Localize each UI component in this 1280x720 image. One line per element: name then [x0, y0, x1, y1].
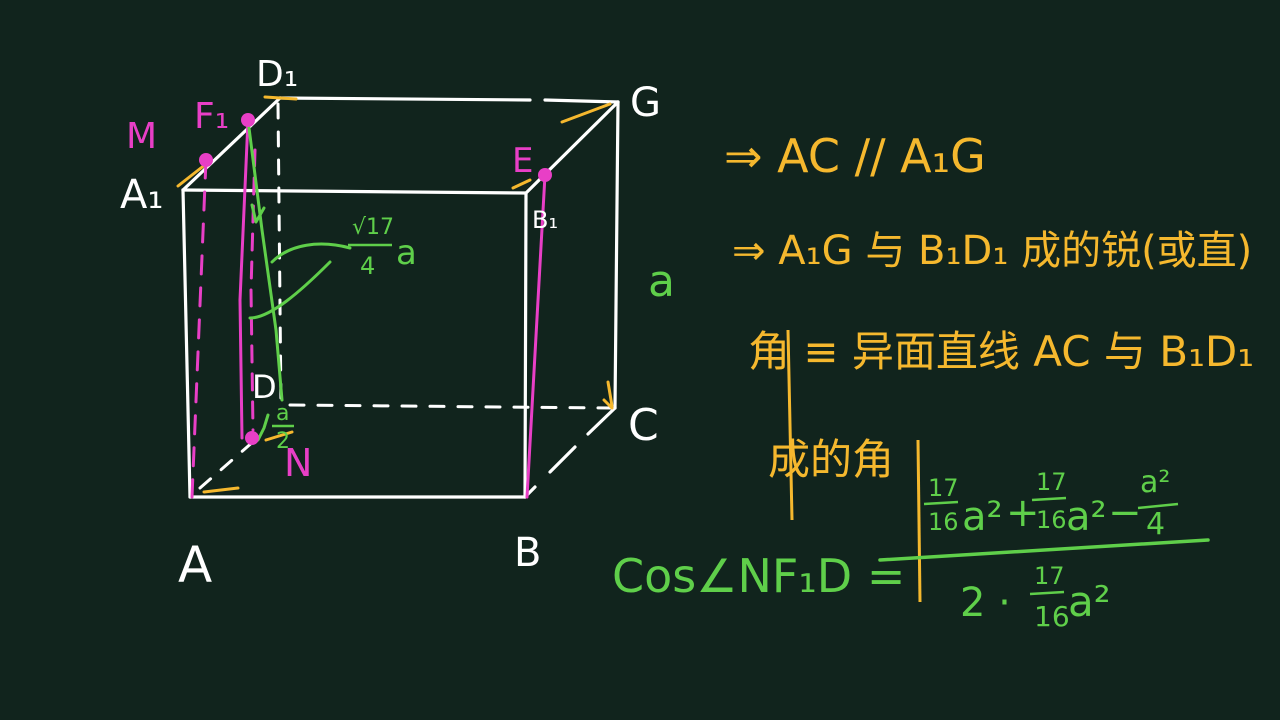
- arrow-head-top: [250, 203, 266, 224]
- mark-C: [602, 380, 614, 410]
- label-G: G: [630, 80, 661, 126]
- den-2: 2 ·: [960, 580, 1011, 626]
- label-A: A: [178, 536, 212, 594]
- t1-a: a²: [962, 494, 1003, 540]
- line-E-B: [525, 173, 547, 499]
- green-lines: [246, 118, 352, 442]
- edge-B-C: [523, 406, 617, 499]
- points: [199, 113, 552, 445]
- mark-A1: [176, 162, 208, 188]
- t3-bar: [1137, 502, 1179, 510]
- notes: ⇒ AC // A₁G ⇒ A₁G 与 B₁D₁ 成的锐(或直) 角 ≡ 异面直…: [724, 129, 1254, 603]
- t2-a: a²: [1066, 494, 1107, 540]
- note-line-2: ⇒ A₁G 与 B₁D₁ 成的锐(或直): [732, 228, 1252, 274]
- magenta-lines: [190, 118, 547, 499]
- line-F1-N: [238, 118, 250, 440]
- t2-den: 16: [1036, 506, 1067, 534]
- label-E: E: [512, 141, 533, 181]
- parallel-marks: [176, 95, 614, 494]
- formula-lhs: Cos∠NF₁D =: [612, 549, 905, 603]
- note-line-1: ⇒ AC // A₁G: [724, 129, 986, 183]
- den-bar: [1029, 590, 1065, 596]
- t1-num: 17: [928, 474, 959, 502]
- cube-edges: [181, 96, 620, 499]
- label-N: N: [284, 441, 312, 485]
- mark-D1: [263, 95, 298, 101]
- note-line-4: 成的角: [768, 435, 894, 484]
- den-den: 16: [1034, 600, 1070, 633]
- point-M: [199, 153, 213, 167]
- mark-G: [560, 102, 612, 124]
- point-F1: [241, 113, 255, 127]
- edge-G-C: [613, 100, 620, 410]
- t2-num: 17: [1036, 468, 1067, 496]
- len-a: a: [396, 233, 417, 273]
- label-D1: D₁: [256, 54, 298, 95]
- t1-bar: [923, 500, 959, 506]
- t3-num: a²: [1140, 465, 1170, 500]
- len-4: 4: [360, 252, 375, 280]
- label-D: D: [252, 368, 277, 406]
- label-M: M: [126, 116, 157, 157]
- half-a-den: 2: [276, 429, 290, 454]
- label-F1: F₁: [194, 96, 229, 137]
- note-strike-vertical: [786, 329, 794, 521]
- mark-A: [202, 486, 240, 494]
- curve-annotation: [248, 242, 352, 320]
- vertex-labels: D₁ G F₁ M A₁ E B₁ a D C N A B: [120, 54, 675, 594]
- edge-A-A1: [181, 188, 192, 499]
- label-B1: B₁: [532, 206, 558, 234]
- label-B: B: [514, 530, 541, 576]
- line-F1-D: [246, 118, 284, 402]
- t2-bar: [1031, 496, 1067, 502]
- note-line-3: 角 ≡ 异面直线 AC 与 B₁D₁: [748, 327, 1254, 376]
- label-C: C: [628, 400, 659, 451]
- edge-A1-B1: [181, 188, 528, 195]
- minus-sign: −: [1108, 490, 1142, 536]
- half-a-num: a: [276, 401, 289, 426]
- arrow-to-N: [256, 413, 270, 442]
- label-a-edge: a: [648, 256, 675, 307]
- plus-sign: +: [1006, 490, 1040, 536]
- t3-den: 4: [1146, 507, 1165, 542]
- edge-D-C-hidden: [288, 403, 614, 410]
- t1-den: 16: [928, 508, 959, 536]
- den-a: a²: [1068, 577, 1111, 626]
- edge-D1-G: [278, 96, 620, 104]
- note-strike-vertical-2: [916, 439, 922, 603]
- edge-B-B1: [523, 191, 528, 499]
- point-E: [538, 168, 552, 182]
- len-sqrt17: √17: [352, 215, 394, 240]
- line-F1-N-dash: [249, 148, 257, 432]
- point-N: [245, 431, 259, 445]
- label-A1: A₁: [120, 172, 163, 218]
- main-fraction-bar: [878, 538, 1210, 562]
- edge-A1-D1: [181, 96, 282, 192]
- length-annotations: √17 4 a a 2: [272, 215, 417, 454]
- mark-N: [264, 430, 294, 442]
- line-M-down: [190, 158, 208, 499]
- den-num: 17: [1034, 562, 1065, 590]
- mark-B1: [511, 178, 532, 190]
- cosine-formula: Cos∠NF₁D = 17 16 a² + 17 16 a² − a² 4 2 …: [612, 465, 1210, 633]
